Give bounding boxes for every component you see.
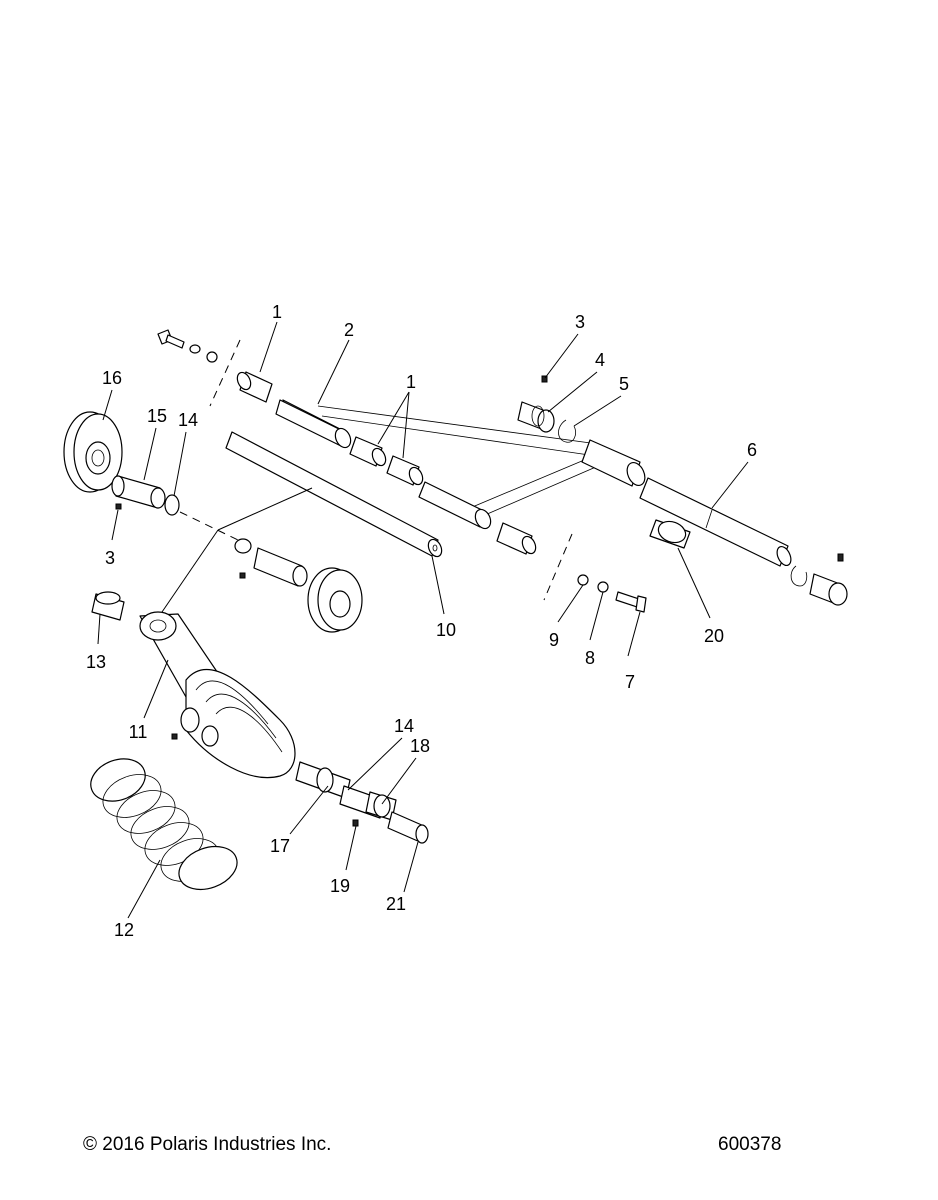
callout-label: 5 — [619, 374, 629, 394]
callout-label: 16 — [102, 368, 122, 388]
shock-absorber — [139, 611, 351, 799]
callout-label: 1 — [272, 302, 282, 322]
callout-label: 7 — [625, 672, 635, 692]
callout-label: 21 — [386, 894, 406, 914]
coil-spring — [90, 758, 238, 891]
copyright-text: © 2016 Polaris Industries Inc. — [83, 1134, 332, 1155]
break-line-left — [209, 339, 241, 407]
pivot-shaft — [225, 431, 443, 558]
leader-lines — [97, 321, 749, 919]
lower-pin — [339, 785, 429, 844]
bushing-13 — [91, 591, 125, 621]
callout-label: 13 — [86, 652, 106, 672]
callout-label: 1 — [406, 372, 416, 392]
callout-label: 18 — [410, 736, 430, 756]
shaft-6 — [639, 477, 792, 567]
callout-label: 17 — [270, 836, 290, 856]
diagram-reference-number: 600378 — [718, 1134, 782, 1155]
bushing-group — [236, 371, 537, 555]
cap-4 — [517, 375, 576, 443]
callout-label: 11 — [129, 722, 148, 742]
callout-label: 6 — [747, 440, 757, 460]
break-line-axis — [179, 511, 239, 541]
pulley-middle — [234, 538, 363, 633]
bolt-top — [157, 329, 218, 363]
pulley-16 — [63, 411, 123, 493]
callout-labels: 1 2 1 3 4 5 6 16 15 14 3 10 9 8 7 20 13 … — [86, 302, 757, 940]
callout-label: 4 — [595, 350, 605, 370]
break-line-right — [543, 533, 573, 601]
callout-label: 3 — [105, 548, 115, 568]
callout-label: 3 — [575, 312, 585, 332]
callout-label: 19 — [330, 876, 350, 896]
callout-label: 8 — [585, 648, 595, 668]
callout-label: 2 — [344, 320, 354, 340]
bolt-right — [577, 574, 647, 613]
callout-label: 20 — [704, 626, 724, 646]
end-cap-right — [790, 553, 848, 606]
spacer-15 — [111, 475, 180, 516]
callout-label: 14 — [178, 410, 198, 430]
callout-label: 10 — [436, 620, 456, 640]
callout-label: 9 — [549, 630, 559, 650]
control-arm — [275, 399, 646, 530]
callout-label: 14 — [394, 716, 414, 736]
callout-label: 12 — [114, 920, 134, 940]
callout-label: 15 — [147, 406, 167, 426]
